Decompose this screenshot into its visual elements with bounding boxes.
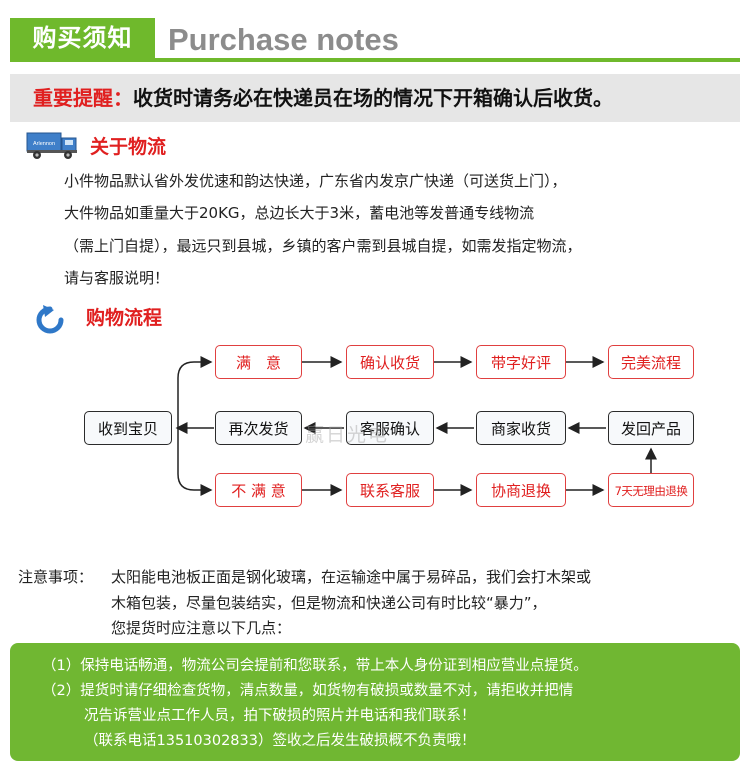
notice-banner (10, 74, 740, 122)
notes-line: 太阳能电池板正面是钢化玻璃，在运输途中属于易碎品，我们会打木架或 (111, 568, 592, 586)
flow-box-negotiate-return: 协商退换 (476, 473, 566, 507)
tips-panel (10, 643, 740, 761)
flow-box-merchant-receive: 商家收货 (476, 411, 566, 445)
flow-start-box: 收到宝贝 (84, 411, 172, 445)
process-title: 购物流程 (86, 307, 163, 329)
header-en-title: Purchase notes (168, 22, 399, 57)
logistics-line: 大件物品如重量大于20KG，总边长大于3米，蓄电池等发普通专线物流 (64, 204, 535, 222)
refresh-icon (34, 304, 66, 336)
flow-box-perfect: 完美流程 (608, 345, 694, 379)
notice-label: 重要提醒： (33, 86, 133, 110)
flow-box-contact-service: 联系客服 (346, 473, 434, 507)
notes-label: 注意事项： (18, 568, 94, 586)
flow-box-return-product: 发回产品 (608, 411, 694, 445)
logistics-line: 小件物品默认省外发优速和韵达快递，广东省内发京广快递（可送货上门）， (64, 172, 567, 190)
flow-box-resend: 再次发货 (215, 411, 302, 445)
logistics-line: （需上门自提），最远只到县城，乡镇的客户需到县城自提，如需发指定物流， (64, 237, 582, 255)
notes-line: 木箱包装，尽量包装结实，但是物流和快递公司有时比较“暴力”， (111, 594, 547, 612)
flow-box-service-confirm: 客服确认 (346, 411, 434, 445)
notice-text: 重要提醒：收货时请务必在快递员在场的情况下开箱确认后收货。 (33, 85, 613, 111)
flow-box-satisfied: 满 意 (215, 345, 302, 379)
tips-line: （2）提货时请仔细检查货物，清点数量，如货物有破损或数量不对，请拒收并把情 (42, 683, 574, 699)
flow-box-7day-return: 7天无理由退换 (608, 473, 694, 507)
flow-connectors (175, 356, 657, 496)
notice-body: 收货时请务必在快递员在场的情况下开箱确认后收货。 (133, 86, 613, 110)
truck-icon: Arlennon (26, 130, 82, 160)
tips-line: （1）保持电话畅通，物流公司会提前和您联系，带上本人身份证到相应营业点提货。 (42, 658, 588, 674)
flow-box-confirm-receipt: 确认收货 (346, 345, 434, 379)
logistics-line: 请与客服说明！ (64, 269, 170, 287)
flow-box-good-review: 带字好评 (476, 345, 566, 379)
truck-label: Arlennon (33, 141, 55, 147)
notes-line: 您提货时应注意以下几点： (111, 619, 292, 637)
header-underline (10, 58, 740, 62)
logistics-title: 关于物流 (90, 136, 167, 158)
watermark: 赢日光电 (305, 424, 390, 446)
tips-line: 况告诉营业点工作人员，拍下破损的照片并电话和我们联系！ (84, 708, 476, 724)
header-cn-title: 购买须知 (10, 18, 155, 58)
flow-box-unsatisfied: 不 满 意 (215, 473, 302, 507)
tips-line: （联系电话13510302833）签收之后发生破损概不负责哦！ (84, 733, 476, 749)
